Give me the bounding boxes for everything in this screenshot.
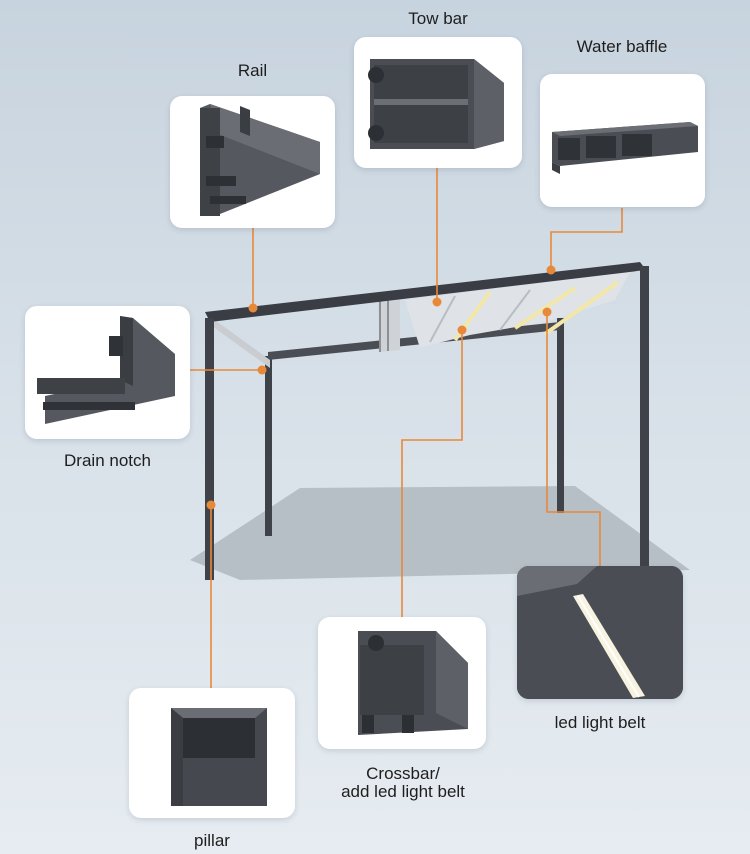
water-baffle-profile-image (552, 122, 698, 174)
led-light-belt-label: led light belt (554, 713, 646, 732)
beam-front (205, 262, 646, 322)
drain-notch-profile-image (37, 316, 175, 424)
pillar-label: pillar (194, 831, 230, 850)
pillar-back-right (557, 318, 564, 513)
water-baffle-card (540, 74, 705, 207)
pillar-card (129, 688, 295, 818)
crossbar-profile-image (358, 631, 468, 735)
crossbar-label-line2: add led light belt (341, 782, 465, 801)
crossbar-label-line1: Crossbar/ (366, 764, 440, 783)
pillar-profile-image (171, 708, 267, 806)
led-light-belt-image (517, 566, 683, 699)
rail-label: Rail (237, 61, 268, 80)
crossbar-card (318, 617, 486, 749)
rail-profile-image (200, 104, 320, 216)
pillar-back-left (265, 356, 272, 536)
leader-lines (190, 168, 623, 688)
drain-notch-card (25, 306, 190, 439)
leader-dots (206, 265, 556, 510)
led-strip-3 (543, 280, 620, 336)
water-baffle-label: Water baffle (576, 37, 668, 56)
floor-shadow (190, 486, 690, 580)
led-light-belt-card (517, 566, 683, 699)
drain-notch-label: Drain notch (64, 451, 151, 470)
pillar-front-right (640, 266, 649, 566)
tow-bar-label: Tow bar (408, 9, 468, 28)
tow-bar-profile-image (368, 59, 504, 149)
pillar-front-left (205, 318, 214, 580)
tow-bar-card (354, 37, 522, 168)
beam-left (212, 318, 270, 368)
rail-card (170, 96, 335, 228)
